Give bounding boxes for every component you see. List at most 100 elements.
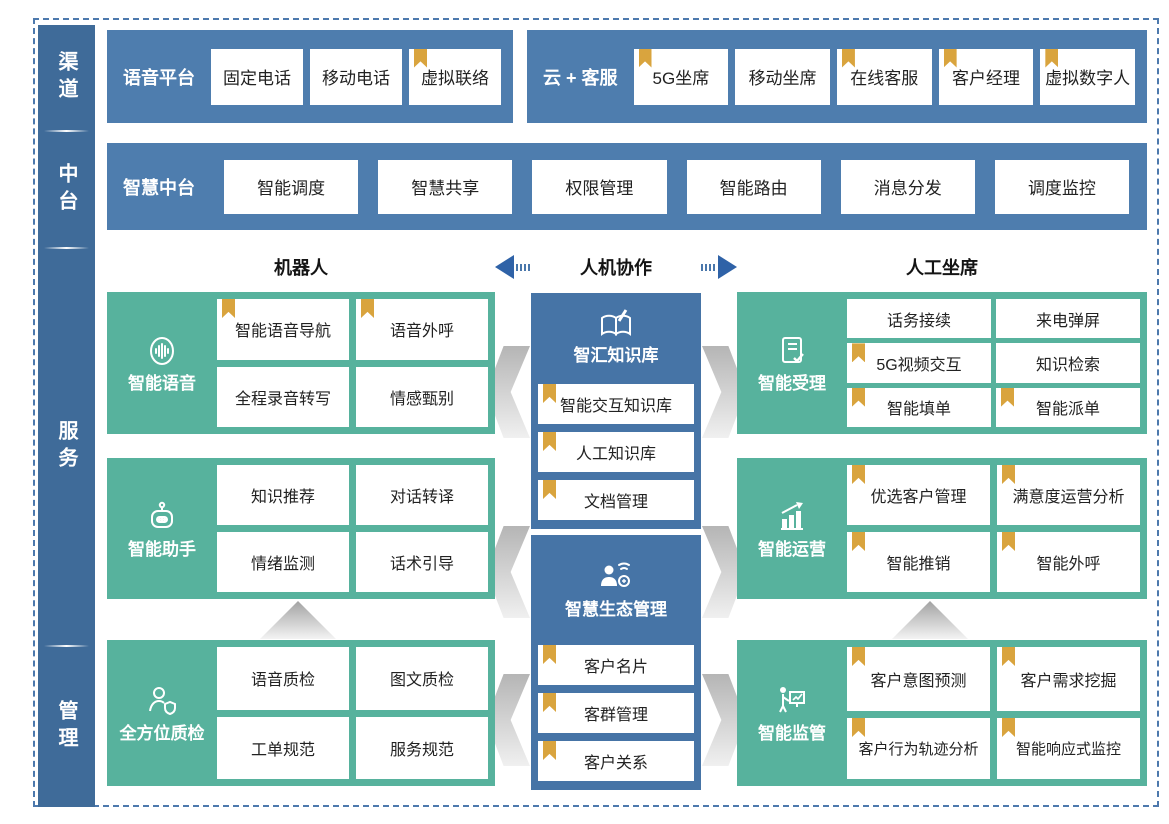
node-label: 文档管理 <box>583 494 648 511</box>
node-label: 情绪监测 <box>250 556 315 573</box>
node-box: 固定电话 <box>211 48 303 105</box>
node-box: 智能外呼 <box>997 532 1140 592</box>
section-smart-supervision: 智能监管 客户意图预测 客户需求挖掘 客户行为轨迹分析 智能响应式监控 <box>737 640 1147 786</box>
midplatform-band: 智慧中台 智能调度 智慧共享 权限管理 智能路由 消息分发 调度监控 <box>107 143 1147 230</box>
node-box: 调度监控 <box>994 159 1130 214</box>
agent-heading: 人工坐席 <box>906 258 978 278</box>
bookmark-icon <box>943 48 957 68</box>
node-box: 虚拟数字人 <box>1040 48 1136 105</box>
bookmark-icon <box>1002 647 1015 666</box>
node-label: 服务规范 <box>389 741 454 759</box>
chart-growth-icon <box>773 498 811 536</box>
node-label: 智能派单 <box>1035 401 1100 419</box>
knowledge-book-icon <box>595 308 637 338</box>
section-items: 优选客户管理 满意度运营分析 智能推销 智能外呼 <box>847 465 1140 592</box>
node-box: 智能填单 <box>847 387 991 427</box>
sidebar-item-service: 服务 <box>38 249 95 645</box>
section-label-panel: 智能语音 <box>114 299 210 427</box>
node-box: 话术引导 <box>356 532 488 592</box>
node-label: 智能语音导航 <box>234 323 331 341</box>
node-label: 话术引导 <box>389 556 454 573</box>
node-box: 智能交互知识库 <box>538 384 694 424</box>
cloud-service-band: 云 + 客服 5G坐席 移动坐席 在线客服 客户经理 虚拟数字人 <box>527 30 1147 123</box>
node-label: 客户名片 <box>583 659 648 676</box>
inspector-icon <box>143 682 181 720</box>
node-box: 图文质检 <box>356 647 488 710</box>
node-box: 知识检索 <box>996 343 1140 383</box>
node-label: 知识推荐 <box>250 489 315 506</box>
section-header: 智汇知识库 <box>538 293 694 376</box>
bookmark-icon <box>543 480 556 499</box>
sidebar-item-midplatform: 中台 <box>38 132 95 247</box>
node-label: 客户关系 <box>583 755 648 772</box>
node-box: 语音质检 <box>217 647 349 710</box>
section-title: 智能助手 <box>128 539 196 559</box>
bookmark-icon <box>1002 532 1015 551</box>
voice-icon <box>143 332 181 370</box>
node-label: 智慧共享 <box>411 179 480 198</box>
node-label: 话务接续 <box>886 312 951 330</box>
section-quality-inspection: 全方位质检 语音质检 图文质检 工单规范 服务规范 <box>107 640 495 786</box>
node-label: 移动电话 <box>322 69 390 88</box>
node-label: 情感甄别 <box>389 390 454 408</box>
section-label-panel: 全方位质检 <box>114 647 210 779</box>
node-label: 5G视频交互 <box>876 356 962 374</box>
bookmark-icon <box>638 48 652 68</box>
node-label: 5G坐席 <box>652 69 710 88</box>
node-box: 文档管理 <box>538 480 694 520</box>
bookmark-icon <box>852 647 865 666</box>
node-box: 智能路由 <box>686 159 821 214</box>
node-label: 语音质检 <box>250 672 315 690</box>
channel-row: 语音平台 固定电话 移动电话 虚拟联络 云 + 客服 5G坐席 移动坐席 在线客… <box>107 30 1147 123</box>
node-box: 客群管理 <box>538 693 694 733</box>
node-box: 移动坐席 <box>735 48 830 105</box>
node-box: 人工知识库 <box>538 432 694 472</box>
node-box: 客户行为轨迹分析 <box>847 718 990 779</box>
bookmark-icon <box>1002 465 1015 484</box>
section-title: 全方位质检 <box>119 724 205 744</box>
bookmark-icon <box>414 48 427 68</box>
node-box: 客户关系 <box>538 741 694 781</box>
band-title: 语音平台 <box>123 67 195 88</box>
node-box: 客户需求挖掘 <box>997 647 1140 711</box>
section-eco-management: 智慧生态管理 客户名片 客群管理 客户关系 <box>531 535 701 790</box>
node-label: 工单规范 <box>250 741 315 759</box>
node-box: 虚拟联络 <box>409 48 501 105</box>
section-label-panel: 智能监管 <box>744 647 840 779</box>
bookmark-icon <box>852 387 865 407</box>
sidebar-divider <box>43 645 90 647</box>
bookmark-icon <box>543 693 556 712</box>
bookmark-icon <box>543 432 556 451</box>
node-box: 在线客服 <box>836 48 932 105</box>
node-label: 客户需求挖掘 <box>1020 673 1117 690</box>
node-label: 客群管理 <box>583 707 648 724</box>
node-box: 智能派单 <box>996 387 1140 427</box>
node-label: 图文质检 <box>389 672 454 690</box>
node-box: 满意度运营分析 <box>997 465 1140 525</box>
node-box: 5G坐席 <box>633 48 729 105</box>
node-label: 语音外呼 <box>389 323 454 341</box>
dashed-frame <box>33 18 1159 807</box>
node-label: 移动坐席 <box>748 69 817 88</box>
node-label: 智能路由 <box>719 179 788 198</box>
node-label: 在线客服 <box>850 69 919 88</box>
node-box: 客户名片 <box>538 645 694 685</box>
node-label: 智能调度 <box>257 179 326 198</box>
bookmark-icon <box>1002 718 1015 737</box>
node-box: 话务接续 <box>847 299 991 339</box>
section-smart-operation: 智能运营 优选客户管理 满意度运营分析 智能推销 智能外呼 <box>737 458 1147 599</box>
node-box: 服务规范 <box>356 716 488 779</box>
node-box: 权限管理 <box>532 159 667 214</box>
node-label: 智能填单 <box>886 401 951 419</box>
sidebar-label: 服务 <box>55 420 77 474</box>
section-title: 智汇知识库 <box>573 346 659 365</box>
node-label: 权限管理 <box>565 179 634 198</box>
node-label: 客户意图预测 <box>870 673 967 690</box>
section-title: 智能语音 <box>128 374 196 394</box>
node-label: 客户行为轨迹分析 <box>858 741 979 758</box>
node-box: 智能推销 <box>847 532 990 592</box>
node-box: 对话转译 <box>356 465 488 525</box>
section-title: 智能监管 <box>758 724 826 744</box>
node-label: 智能推销 <box>886 556 951 573</box>
bookmark-icon <box>852 532 865 551</box>
